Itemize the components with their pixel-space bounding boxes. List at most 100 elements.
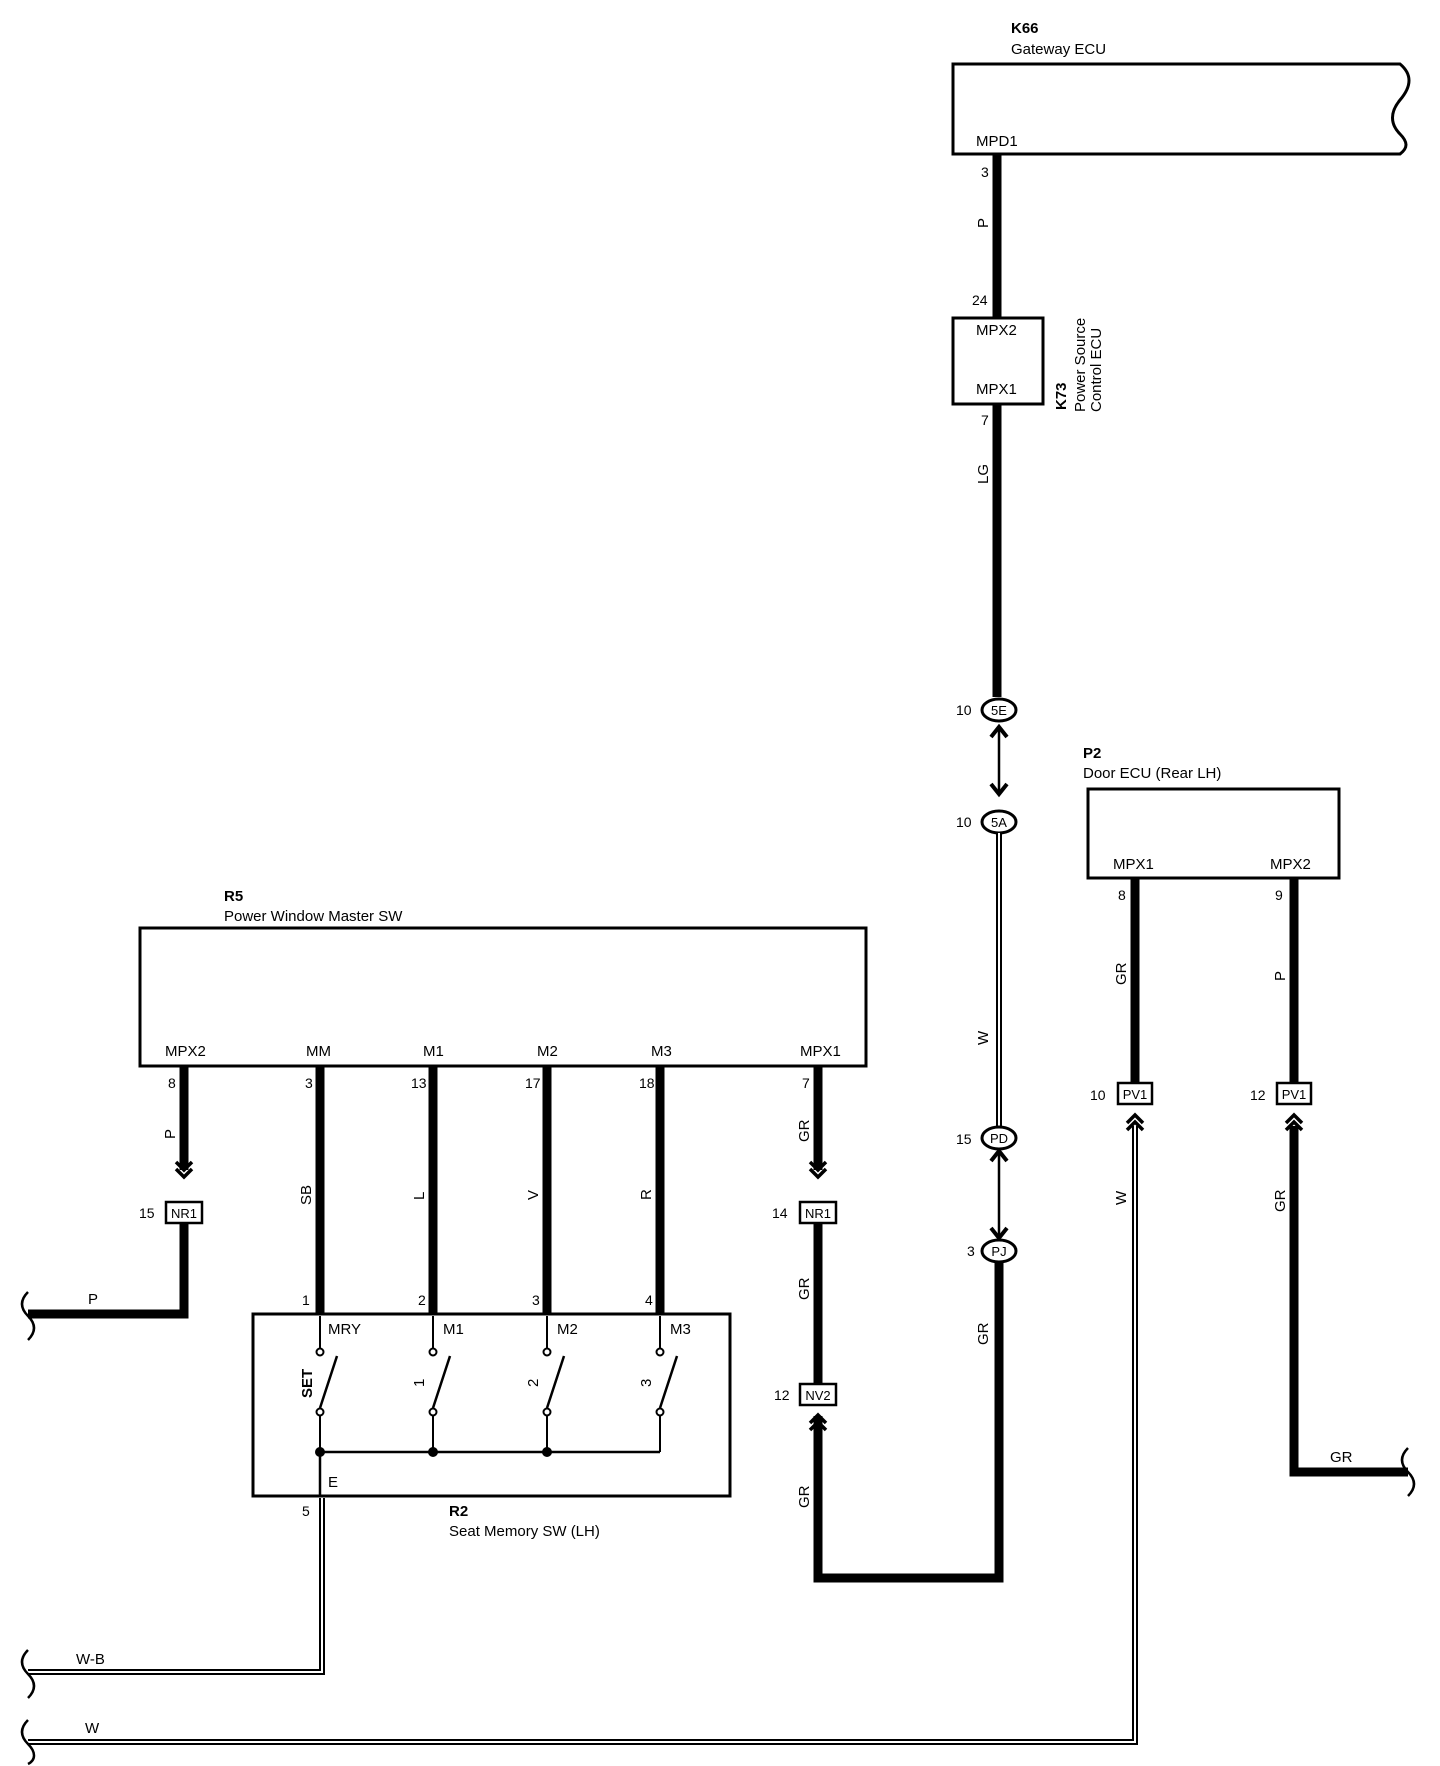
p2-name: Door ECU (Rear LH) xyxy=(1083,765,1221,782)
switch-1-label: 1 xyxy=(411,1379,428,1387)
connector-5e: 10 5E xyxy=(956,697,1018,723)
wire-color-r5-m2: V xyxy=(525,1190,542,1200)
wire-color-k66-k73: P xyxy=(975,218,992,228)
r2-ground-num: 5 xyxy=(302,1503,310,1519)
connector-nr1-right-pin: 14 xyxy=(772,1205,788,1221)
door-ecu-p2: P2 Door ECU (Rear LH) MPX1 MPX2 8 9 xyxy=(1083,745,1341,903)
k73-pin-mpx2-num: 24 xyxy=(972,292,988,308)
wire-color-r5-mm: SB xyxy=(298,1185,315,1205)
r5-pin-m1: M1 xyxy=(423,1043,444,1060)
k73-name-line2: Control ECU xyxy=(1088,328,1105,412)
r5-pin-m1-num: 13 xyxy=(411,1075,427,1091)
wire-color-left-exit-p: P xyxy=(88,1291,98,1308)
connector-5a-pin: 10 xyxy=(956,814,972,830)
connector-pj-pin: 3 xyxy=(967,1243,975,1259)
switch-2: 2 xyxy=(525,1316,566,1452)
wire-color-nv2-bottom: GR xyxy=(796,1485,813,1508)
switch-3-label: 3 xyxy=(638,1379,655,1387)
connector-nr1-left-id: NR1 xyxy=(171,1206,197,1221)
wire-color-r5-m1: L xyxy=(411,1192,428,1200)
connector-nv2-pin: 12 xyxy=(774,1387,790,1403)
k73-pin-mpx1-num: 7 xyxy=(981,412,989,428)
connector-nr1-right-id: NR1 xyxy=(805,1206,831,1221)
wire-color-left-exit-w: W xyxy=(85,1720,100,1737)
junction-dot xyxy=(428,1447,438,1457)
r5-pin-m3: M3 xyxy=(651,1043,672,1060)
r2-ground-label: E xyxy=(328,1474,338,1491)
connector-5e-id: 5E xyxy=(991,703,1007,718)
connector-pd: 15 PD xyxy=(956,1125,1018,1151)
wire-nr1-left-exit xyxy=(28,1224,189,1319)
switch-set-label: SET xyxy=(299,1369,316,1398)
connector-nr1-left-box xyxy=(164,1200,204,1225)
p2-box xyxy=(1086,787,1341,880)
switch-1: 1 xyxy=(411,1316,452,1452)
wire-pv1-right-below xyxy=(1289,1126,1408,1477)
right-exit-break-mark xyxy=(1400,1447,1416,1497)
r5-box xyxy=(138,926,868,1068)
wire-color-5a-pd: W xyxy=(975,1030,992,1045)
wire-color-r5-mpx2: P xyxy=(162,1129,179,1139)
wire-pv1-left-below xyxy=(28,1126,1138,1745)
gateway-ecu-k66: K66 Gateway ECU MPD1 3 xyxy=(951,20,1411,180)
k66-code: K66 xyxy=(1011,20,1039,37)
k73-pin-mpx2: MPX2 xyxy=(976,322,1017,339)
connector-pj-id: PJ xyxy=(991,1244,1006,1259)
double-arrow-pd-pj xyxy=(989,1147,1009,1242)
junction-dot xyxy=(542,1447,552,1457)
connector-pv1-left-box xyxy=(1116,1081,1154,1106)
r5-name: Power Window Master SW xyxy=(224,908,403,925)
connector-pd-id: PD xyxy=(990,1131,1008,1146)
wire-color-p2-mpx1: GR xyxy=(1113,962,1130,985)
r2-pin-m2-num: 3 xyxy=(532,1292,540,1308)
wire-color-nr1-nv2: GR xyxy=(796,1277,813,1300)
r5-pin-m3-num: 18 xyxy=(639,1075,655,1091)
wire-color-k73-5e: LG xyxy=(975,464,992,484)
connector-pv1-left: 10 PV1 xyxy=(1090,1081,1154,1132)
switch-set: SET xyxy=(299,1316,339,1452)
p2-pin-mpx1-num: 8 xyxy=(1118,887,1126,903)
connector-pj: 3 PJ xyxy=(967,1238,1018,1264)
r2-pin-m2: M2 xyxy=(557,1321,578,1338)
wire-color-pj-return: GR xyxy=(975,1322,992,1345)
r5-pin-mpx1-num: 7 xyxy=(802,1075,810,1091)
p2-code: P2 xyxy=(1083,745,1101,762)
wire-color-r5-mpx1: GR xyxy=(796,1119,813,1142)
r2-pin-mry: MRY xyxy=(328,1321,361,1338)
k66-pin-num: 3 xyxy=(981,164,989,180)
connector-5a: 10 5A xyxy=(956,809,1018,835)
r2-pin-m3: M3 xyxy=(670,1321,691,1338)
r5-pin-m2: M2 xyxy=(537,1043,558,1060)
connector-nv2: 12 NV2 xyxy=(774,1382,838,1432)
r5-pin-mpx1: MPX1 xyxy=(800,1043,841,1060)
wire-color-r5-m3: R xyxy=(638,1189,655,1200)
connector-5e-oval xyxy=(980,697,1018,723)
connector-5e-pin: 10 xyxy=(956,702,972,718)
r2-code: R2 xyxy=(449,1503,468,1520)
wire-color-pv1-right-below: GR xyxy=(1272,1189,1289,1212)
k66-box xyxy=(951,62,1411,156)
connector-pv1-right-id: PV1 xyxy=(1282,1087,1307,1102)
r5-pin-mm: MM xyxy=(306,1043,331,1060)
power-source-ecu-k73: 24 MPX2 MPX1 K73 Power Source Control EC… xyxy=(951,292,1105,428)
p2-pin-mpx2-num: 9 xyxy=(1275,887,1283,903)
p2-pin-mpx1: MPX1 xyxy=(1113,856,1154,873)
wire-pj-return xyxy=(813,1262,1004,1583)
wire-color-right-exit-gr: GR xyxy=(1330,1449,1353,1466)
connector-nr1-left-pin: 15 xyxy=(139,1205,155,1221)
r2-pin-m1: M1 xyxy=(443,1321,464,1338)
p2-pin-mpx2: MPX2 xyxy=(1270,856,1311,873)
connector-pd-pin: 15 xyxy=(956,1131,972,1147)
switch-2-label: 2 xyxy=(525,1379,542,1387)
k66-pin-mpd1: MPD1 xyxy=(976,133,1018,150)
connector-nv2-id: NV2 xyxy=(805,1388,830,1403)
k73-name-line1: Power Source xyxy=(1072,318,1089,412)
k73-code: K73 xyxy=(1053,382,1070,410)
r2-pin-m3-num: 4 xyxy=(645,1292,653,1308)
r5-pin-mpx2: MPX2 xyxy=(165,1043,206,1060)
connector-nr1-left: 15 NR1 xyxy=(139,1200,204,1225)
connector-nr1-right: 14 NR1 xyxy=(772,1200,838,1225)
connector-pv1-right-pin: 12 xyxy=(1250,1087,1266,1103)
r2-name: Seat Memory SW (LH) xyxy=(449,1523,600,1540)
